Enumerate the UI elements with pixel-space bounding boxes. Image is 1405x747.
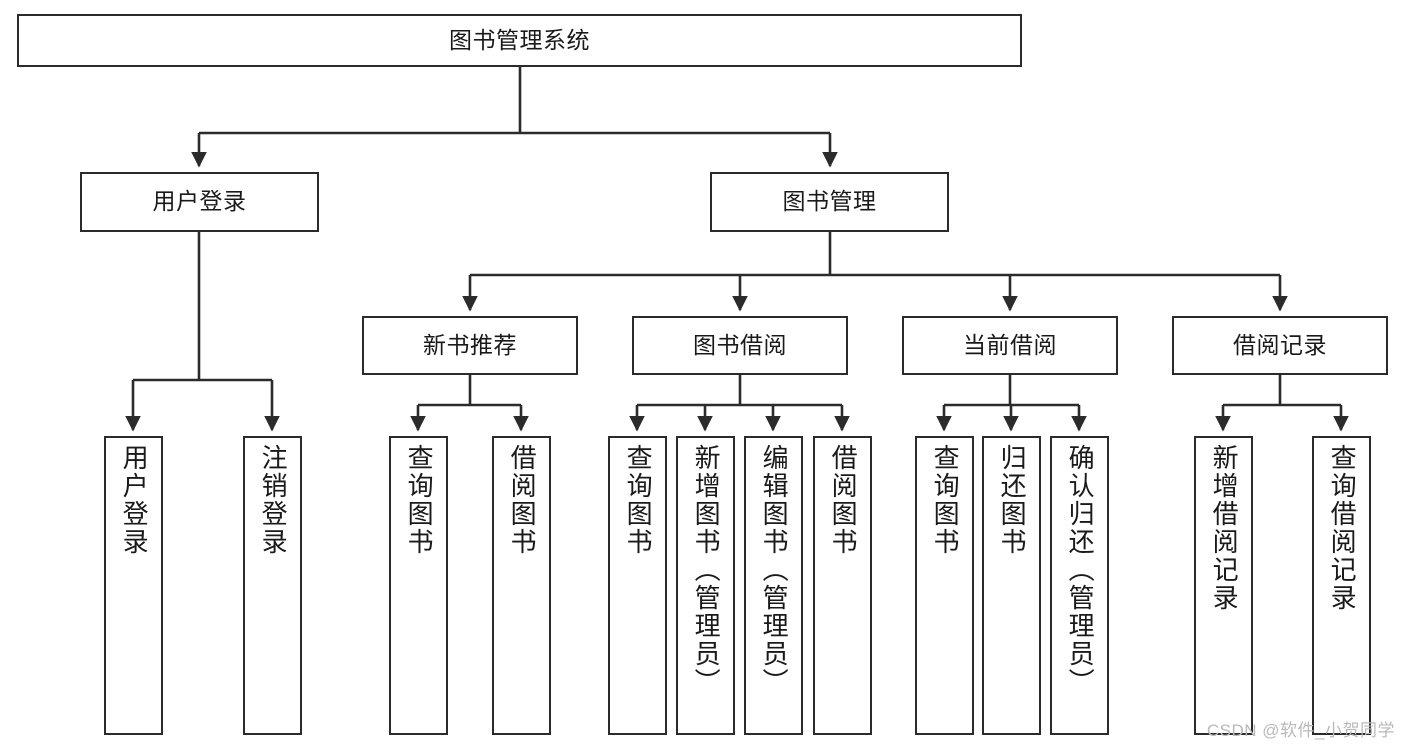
node-leaf-query-book-1-label: 查询图书 [404, 444, 435, 556]
node-book-borrow[interactable]: 图书借阅 [632, 316, 848, 375]
node-leaf-add-record[interactable]: 新增借阅记录 [1194, 436, 1253, 735]
node-new-book-recommend-label: 新书推荐 [423, 331, 517, 358]
node-current-borrow[interactable]: 当前借阅 [902, 316, 1118, 375]
node-root-label: 图书管理系统 [449, 26, 590, 53]
node-leaf-borrow-book-2-label: 借阅图书 [828, 444, 859, 556]
node-leaf-confirm-return[interactable]: 确认归还（管理员） [1050, 436, 1109, 735]
node-user-login-label: 用户登录 [152, 188, 247, 215]
node-current-borrow-label: 当前借阅 [963, 331, 1057, 358]
node-leaf-query-book-3-label: 查询图书 [930, 444, 961, 556]
node-leaf-query-book-2-label: 查询图书 [623, 444, 654, 556]
node-book-management[interactable]: 图书管理 [710, 172, 949, 232]
node-leaf-query-book-1[interactable]: 查询图书 [389, 436, 448, 735]
node-leaf-query-record-label: 查询借阅记录 [1327, 444, 1358, 612]
node-leaf-add-record-label: 新增借阅记录 [1209, 444, 1240, 612]
node-leaf-borrow-book-2[interactable]: 借阅图书 [813, 436, 872, 735]
node-leaf-return-book-label: 归还图书 [997, 444, 1028, 556]
node-borrow-record[interactable]: 借阅记录 [1172, 316, 1388, 375]
node-leaf-logout-login[interactable]: 注销登录 [243, 436, 302, 735]
node-leaf-query-record[interactable]: 查询借阅记录 [1312, 436, 1371, 735]
node-leaf-user-login[interactable]: 用户登录 [104, 436, 163, 735]
node-leaf-query-book-2[interactable]: 查询图书 [608, 436, 667, 735]
node-leaf-borrow-book-1[interactable]: 借阅图书 [492, 436, 551, 735]
node-leaf-confirm-return-label: 确认归还（管理员） [1065, 444, 1096, 696]
node-book-borrow-label: 图书借阅 [693, 331, 787, 358]
node-leaf-query-book-3[interactable]: 查询图书 [915, 436, 974, 735]
node-leaf-user-login-label: 用户登录 [119, 444, 150, 556]
node-leaf-edit-book-label: 编辑图书（管理员） [759, 444, 790, 696]
node-leaf-add-book-label: 新增图书（管理员） [691, 444, 722, 696]
node-new-book-recommend[interactable]: 新书推荐 [362, 316, 578, 375]
node-leaf-edit-book[interactable]: 编辑图书（管理员） [744, 436, 803, 735]
node-leaf-return-book[interactable]: 归还图书 [982, 436, 1041, 735]
node-user-login[interactable]: 用户登录 [80, 172, 319, 232]
node-leaf-borrow-book-1-label: 借阅图书 [507, 444, 538, 556]
node-leaf-logout-login-label: 注销登录 [258, 444, 289, 556]
node-book-management-label: 图书管理 [782, 188, 877, 215]
node-leaf-add-book[interactable]: 新增图书（管理员） [676, 436, 735, 735]
node-borrow-record-label: 借阅记录 [1233, 331, 1327, 358]
node-root[interactable]: 图书管理系统 [17, 14, 1022, 67]
